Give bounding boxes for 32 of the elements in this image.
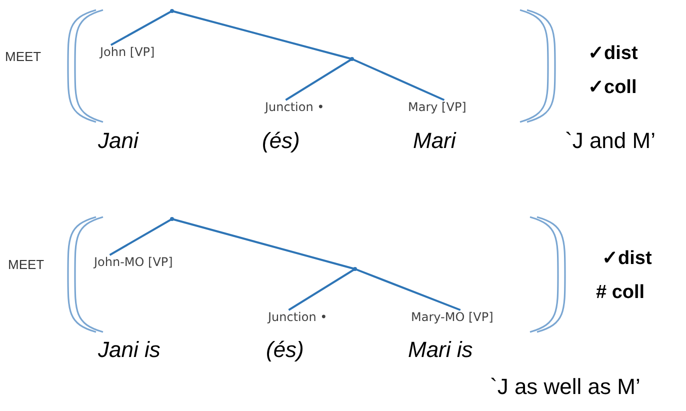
- gloss-word: Jani is: [98, 337, 160, 362]
- tree-branch-line: [352, 58, 445, 101]
- tree-node-point: [170, 9, 174, 13]
- tree-leaf-label: Junction •: [268, 310, 328, 325]
- judgement-mark: # coll: [596, 282, 645, 304]
- tree-branch-line: [172, 218, 356, 270]
- gloss-word: Jani: [98, 128, 138, 154]
- translation-text: `J as well as M’: [490, 374, 640, 400]
- tree-branch-line: [285, 58, 353, 101]
- tree-node-point: [353, 267, 357, 271]
- side-label: MEET: [5, 50, 42, 65]
- judgement-mark: ✓dist: [588, 43, 638, 65]
- judgement-mark: ✓coll: [588, 77, 637, 99]
- tree-leaf-label: Mary-MO [VP]: [411, 310, 494, 325]
- tree-node-point: [170, 217, 174, 221]
- gloss-word: Mari: [413, 128, 456, 154]
- side-label: MEET: [8, 258, 44, 273]
- tree-branch-line: [109, 218, 172, 256]
- tree-leaf-label: Mary [VP]: [408, 100, 466, 115]
- gloss-word: (és): [266, 337, 304, 362]
- tree-branch-line: [110, 10, 172, 46]
- tree-leaf-label: John [VP]: [100, 45, 155, 60]
- gloss-word: (és): [262, 128, 300, 154]
- gloss-word: Mari is: [408, 337, 473, 362]
- translation-text: `J and M’: [565, 128, 656, 154]
- tree-node-point: [350, 57, 354, 61]
- tree-leaf-label: Junction •: [265, 100, 324, 115]
- tree-branch-line: [354, 268, 461, 311]
- tree-branch-line: [288, 268, 356, 311]
- tree-branch-line: [172, 10, 352, 60]
- judgement-mark: ✓dist: [602, 248, 652, 270]
- tree-leaf-label: John-MO [VP]: [94, 255, 173, 270]
